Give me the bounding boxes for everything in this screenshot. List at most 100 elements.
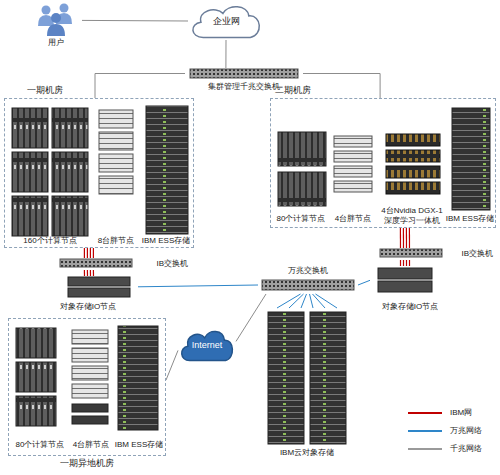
network-link — [277, 294, 337, 308]
node-label: 4台胖节点 — [73, 440, 109, 450]
fat-server — [99, 176, 133, 194]
node-label: IBM ESS存储 — [142, 236, 190, 246]
node-label: IB交换机 — [461, 249, 493, 259]
link-line — [400, 228, 401, 248]
storage-rack — [452, 108, 490, 210]
network-link — [225, 40, 226, 68]
object-storage: IBM云对象存储 — [257, 308, 357, 458]
storage-system: IBM ESS存储 — [448, 104, 492, 224]
blade-chassis — [16, 362, 56, 392]
node-label: IBM ESS存储 — [446, 214, 494, 224]
user-head — [51, 13, 61, 23]
link-line — [84, 248, 85, 258]
dgx-server: 4台Nvidia DGX-1 深度学习一体机 — [377, 110, 447, 226]
network-link — [303, 74, 380, 99]
link-line — [93, 270, 94, 276]
link-line — [409, 228, 410, 248]
switch-device — [262, 280, 354, 290]
node-label: 对象存储IO节点 — [382, 302, 438, 312]
network-link — [166, 350, 178, 380]
server-room: 二期机房80个计算节点4台胖节点4台Nvidia DGX-1 深度学习一体机IB… — [270, 98, 496, 228]
node-label: 一期机房 — [27, 85, 63, 96]
io-server — [68, 288, 130, 297]
fat-server — [99, 110, 133, 128]
blade-chassis — [16, 396, 56, 426]
fat-nodes: 4台胖节点 — [68, 324, 114, 450]
link-line — [166, 350, 178, 380]
storage-rack — [118, 326, 158, 430]
compute-nodes: 160个计算节点 — [8, 104, 92, 246]
fat-server — [334, 151, 372, 162]
blade-chassis — [16, 328, 56, 358]
io-server — [378, 281, 432, 292]
network-link — [138, 285, 258, 287]
compute-chassis — [12, 108, 88, 236]
node-label: 4台Nvidia DGX-1 深度学习一体机 — [380, 206, 444, 226]
link-line — [93, 248, 94, 258]
link-line — [316, 294, 338, 308]
node-label: 4台胖节点 — [335, 214, 371, 224]
link-line — [310, 294, 314, 308]
node-label: 8台胖节点 — [98, 236, 134, 246]
cloud-outline — [193, 7, 259, 38]
server-room: 一期异地机房80个计算节点4台胖节点IBM ESS存储 — [8, 318, 166, 456]
link-line — [87, 248, 88, 258]
fat-server — [72, 384, 108, 398]
fat-servers — [334, 136, 372, 192]
node-label: IB交换机 — [156, 259, 188, 269]
io-node: 对象存储IO节点 — [370, 266, 450, 312]
link-line — [95, 74, 185, 99]
link-line — [87, 270, 88, 276]
node-label: 集群管理千兆交换机 — [208, 82, 280, 92]
node-label: IBM云对象存储 — [280, 448, 334, 458]
io-server — [378, 268, 432, 279]
legend-label: IBM网 — [450, 408, 472, 418]
server-room: 一期机房160个计算节点8台胖节点IBM ESS存储 — [4, 98, 194, 248]
node-label: IBM ESS存储 — [115, 440, 163, 450]
fat-server — [72, 366, 108, 380]
link-line — [303, 74, 380, 99]
link-line — [225, 40, 226, 68]
fat-server — [334, 181, 372, 192]
link-line — [90, 270, 91, 276]
link-line — [236, 294, 266, 341]
cloud-network: 企业网 — [188, 2, 264, 40]
network-link — [358, 280, 370, 285]
storage-rack — [310, 312, 346, 444]
link-line — [400, 260, 401, 266]
blade-chassis — [12, 108, 48, 148]
dgx-unit — [386, 134, 440, 146]
dgx-unit — [386, 182, 440, 194]
node-label: 企业网 — [213, 16, 240, 26]
user-head — [60, 4, 69, 13]
node-label: 对象存储IO节点 — [60, 302, 116, 312]
link-line — [277, 294, 301, 308]
blade-chassis — [12, 152, 48, 192]
cloud-network: Internet — [178, 327, 236, 363]
dgx-unit — [386, 150, 440, 162]
ib-switch: IB交换机 — [58, 258, 188, 270]
fat-server — [72, 348, 108, 362]
fat-servers — [99, 110, 133, 194]
switch-device — [190, 69, 298, 78]
link-line — [138, 285, 258, 287]
user-icons — [38, 4, 72, 37]
blade-chassis — [278, 172, 326, 206]
blade-chassis — [52, 152, 88, 192]
network-link — [82, 20, 188, 22]
thin-server — [72, 416, 108, 424]
node-label: 80个计算节点 — [16, 440, 65, 450]
ib-switch-device — [380, 249, 442, 257]
network-link — [84, 248, 93, 258]
node-label: Internet — [192, 340, 223, 350]
legend-swatch — [408, 412, 442, 414]
blade-chassis — [278, 132, 326, 166]
fat-server — [99, 132, 133, 150]
compute-chassis — [16, 328, 56, 426]
link-line — [403, 228, 404, 248]
link-line — [90, 248, 91, 258]
fat-server — [72, 330, 108, 344]
blade-chassis — [52, 196, 88, 236]
